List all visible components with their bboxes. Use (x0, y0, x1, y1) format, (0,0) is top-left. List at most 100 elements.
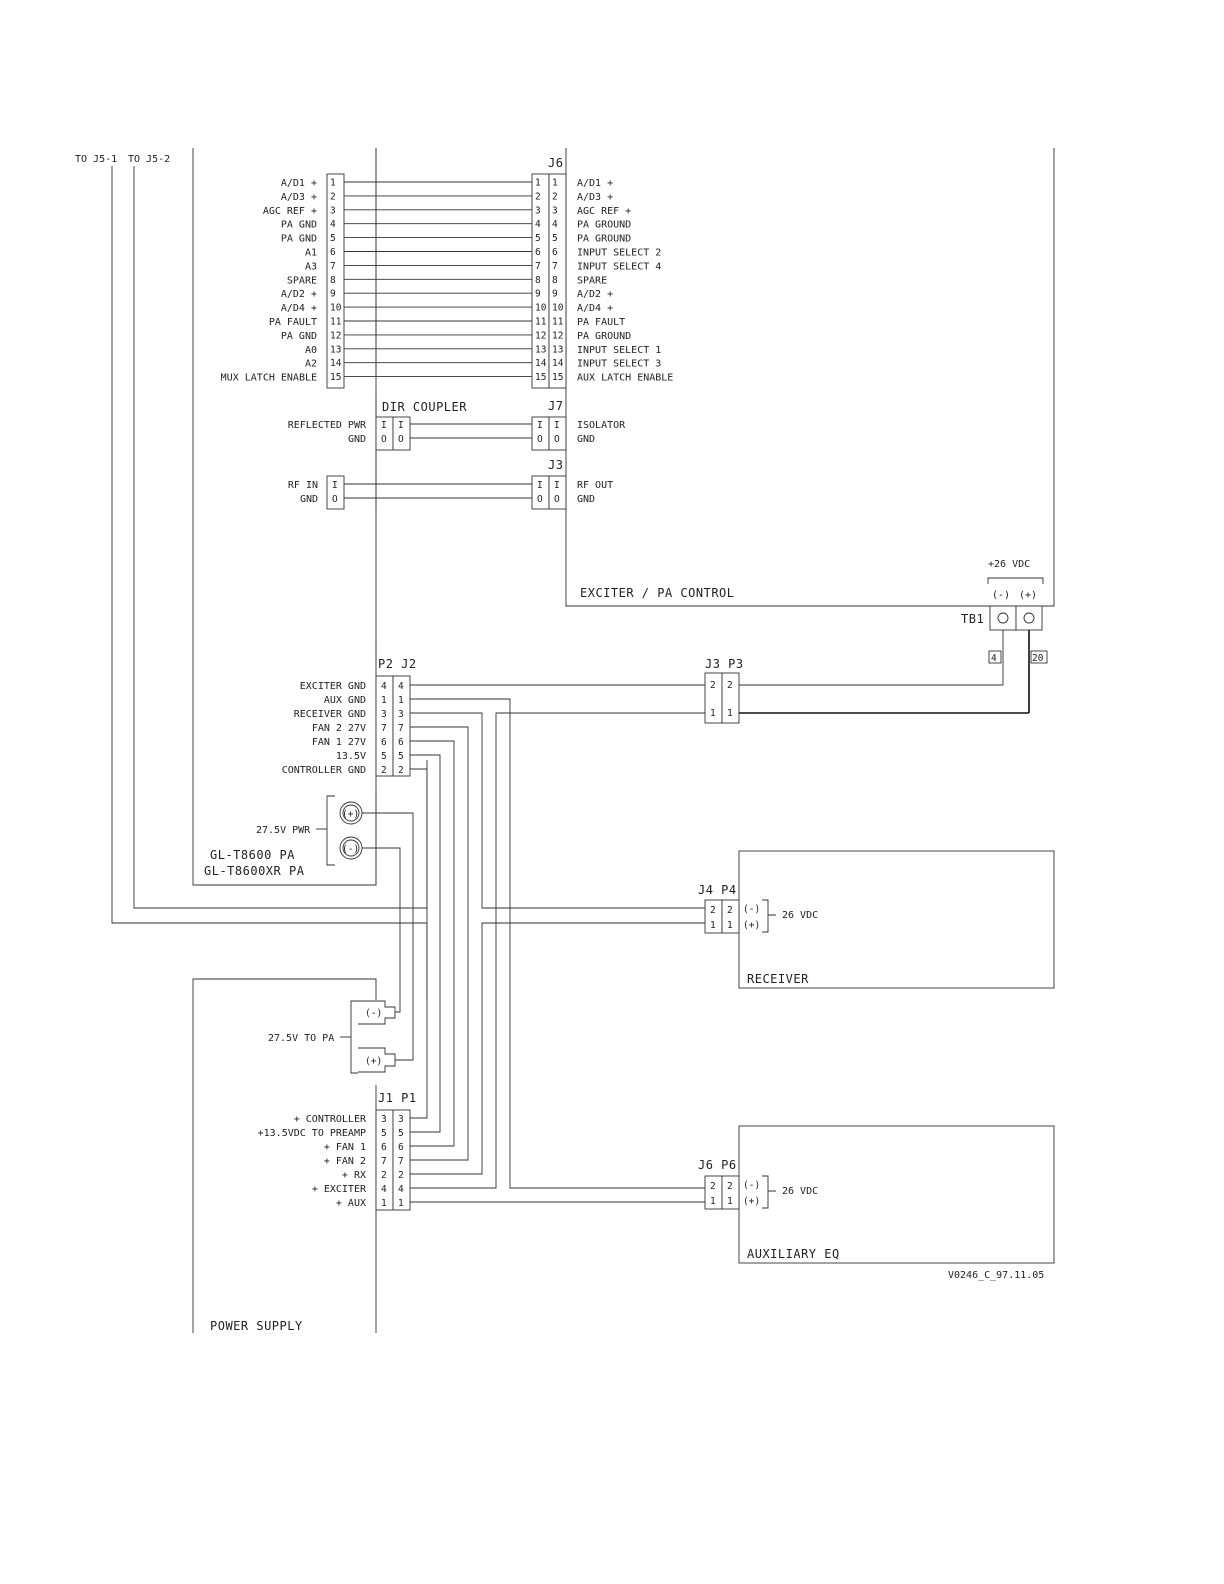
j6-pin-right: 14 (552, 358, 564, 369)
p2-j2-left-label: EXCITER GND (300, 681, 366, 692)
j6-pin-mid: 1 (535, 178, 541, 189)
j3-p3-pin-1b: 1 (727, 708, 733, 719)
j6-pin-left: 7 (330, 261, 336, 272)
pa-pwr-label: 27.5V PWR (256, 825, 311, 836)
j6-pin-right: 3 (552, 205, 558, 216)
j6-pin-left: 8 (330, 275, 336, 286)
j1-p1-pin: 6 (381, 1142, 387, 1153)
receiver-connector-group: J4 P4 2 2 1 1 (-) (+) 26 VDC (698, 883, 818, 934)
j1-p1-left-label: + EXCITER (312, 1184, 367, 1195)
j3-p3-connector-group: J3 P3 2 2 1 1 (704, 657, 1029, 724)
tb1-pos-label: (+) (1019, 590, 1037, 601)
j6-right-label: A/D1 + (577, 178, 613, 189)
aux-eq-connector-group: J6 P6 2 2 1 1 (-) (+) 26 VDC (698, 1158, 818, 1210)
p2-j2-pin: 4 (381, 681, 387, 692)
power-supply-to-pa-connector: 27.5V TO PA (-) (+) (268, 1000, 396, 1074)
j6-pin-left: 3 (330, 205, 336, 216)
j6-left-label: A3 (305, 261, 317, 272)
j6-left-label: MUX LATCH ENABLE (221, 373, 317, 384)
rf-pin: O (554, 494, 560, 505)
j6-pin-left: 9 (330, 289, 336, 300)
j6-pin-right: 10 (552, 303, 564, 314)
rf-pin: O (332, 494, 338, 505)
aux-eq-voltage: 26 VDC (782, 1186, 818, 1197)
j1-p1-pin: 7 (398, 1156, 404, 1167)
rf-right-label: RF OUT (577, 480, 613, 491)
j1-p1-left-label: + FAN 2 (324, 1156, 366, 1167)
j6-right-label: SPARE (577, 275, 607, 286)
j6-pin-mid: 13 (535, 344, 546, 355)
j1-p1-left-label: +13.5VDC TO PREAMP (258, 1128, 366, 1139)
p2-j2-pin: 5 (398, 751, 404, 762)
tb1-terminal-block: +26 VDC (-) (+) TB1 4 20 (961, 559, 1048, 713)
j6-pin-left: 13 (330, 344, 341, 355)
j6-pin-left: 6 (330, 247, 336, 258)
j6-right-label: PA FAULT (577, 317, 625, 328)
p2-j2-pin: 5 (381, 751, 387, 762)
j6-pin-left: 2 (330, 191, 336, 202)
pa-power-connector: 27.5V PWR (+) (-) (256, 795, 414, 1061)
exciter-box-title: EXCITER / PA CONTROL (580, 586, 735, 600)
receiver-pin-2a: 2 (710, 905, 716, 916)
aux-eq-conn-label: J6 P6 (698, 1158, 737, 1172)
p2-j2-pin: 1 (398, 695, 404, 706)
j6-pin-left: 10 (330, 303, 342, 314)
j6-pin-mid: 9 (535, 289, 541, 300)
p2-j2-left-label: AUX GND (324, 695, 366, 706)
j6-pin-left: 5 (330, 233, 336, 244)
j6-left-label: A/D3 + (281, 192, 317, 203)
j6-right-label: PA GROUND (577, 331, 631, 342)
p2-j2-left-label: FAN 2 27V (312, 723, 366, 734)
j6-left-label: A1 (305, 248, 317, 259)
receiver-pin-1b: 1 (727, 920, 733, 931)
j6-pin-right: 9 (552, 289, 558, 300)
receiver-pin-1a: 1 (710, 920, 716, 931)
rf-pin: I (537, 480, 543, 491)
j6-left-label: PA GND (281, 234, 317, 245)
aux-eq-pin-1a: 1 (710, 1196, 716, 1207)
receiver-voltage: 26 VDC (782, 910, 818, 921)
aux-eq-neg: (-) (743, 1180, 760, 1191)
j6-pin-right: 11 (552, 317, 564, 328)
j6-pin-right: 8 (552, 275, 558, 286)
j6-right-label: INPUT SELECT 2 (577, 248, 661, 259)
j6-pin-mid: 7 (535, 261, 541, 272)
dir-coupler-left-label: GND (348, 434, 366, 445)
j1-p1-left-label: + FAN 1 (324, 1142, 366, 1153)
tb1-wire-pos: 20 (1032, 653, 1044, 664)
aux-eq-pin-2a: 2 (710, 1181, 716, 1192)
j6-right-label: PA GROUND (577, 220, 631, 231)
j6-pin-mid: 14 (535, 358, 547, 369)
j6-pin-mid: 15 (535, 372, 546, 383)
ps-to-pa-neg: (-) (365, 1008, 382, 1019)
j6-pin-left: 1 (330, 178, 336, 189)
j7-right-label: GND (577, 434, 595, 445)
p2-j2-left-label: CONTROLLER GND (282, 765, 366, 776)
ps-to-pa-label: 27.5V TO PA (268, 1033, 334, 1044)
j6-pin-mid: 2 (535, 191, 541, 202)
j1-p1-pin: 3 (381, 1114, 387, 1125)
pa-pwr-neg: (-) (342, 844, 359, 855)
p2-j2-pin: 3 (381, 709, 387, 720)
j7-pin: I (537, 420, 543, 431)
j6-pin-mid: 8 (535, 275, 541, 286)
j7-label: J7 (548, 399, 563, 413)
j6-right-label: AGC REF + (577, 206, 631, 217)
j6-left-label: A/D1 + (281, 178, 317, 189)
j3-p3-pin-2b: 2 (727, 680, 733, 691)
j1-p1-pin: 2 (381, 1170, 387, 1181)
j6-right-label: INPUT SELECT 1 (577, 345, 661, 356)
receiver-pin-2b: 2 (727, 905, 733, 916)
j6-pin-mid: 5 (535, 233, 541, 244)
rf-pin: I (554, 480, 560, 491)
j6-left-label: SPARE (287, 275, 317, 286)
j6-pin-right: 13 (552, 344, 563, 355)
j1-p1-pin: 3 (398, 1114, 404, 1125)
j6-left-label: A/D2 + (281, 289, 317, 300)
aux-eq-pin-2b: 2 (727, 1181, 733, 1192)
p2-j2-pin: 7 (398, 723, 404, 734)
j6-right-label: PA GROUND (577, 234, 631, 245)
